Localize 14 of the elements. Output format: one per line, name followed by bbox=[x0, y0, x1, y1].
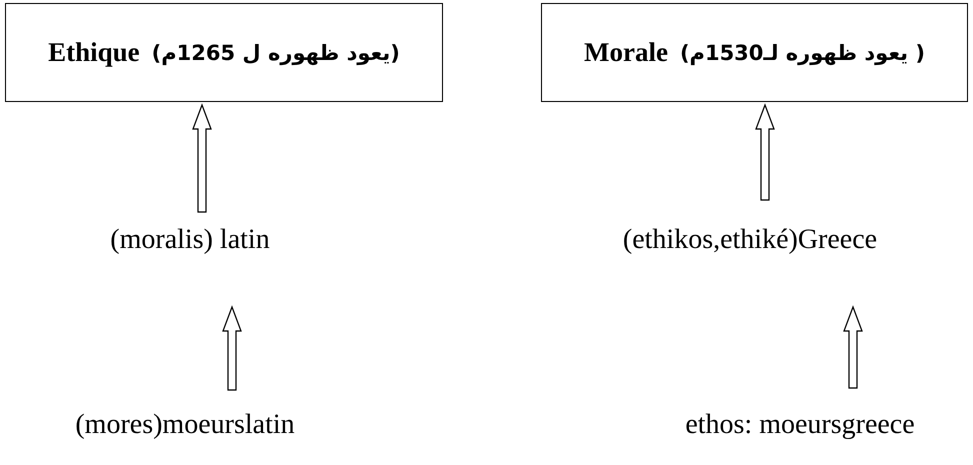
date-note: ( يعود ظهوره لـ1530م) bbox=[680, 40, 925, 64]
term-box bbox=[5, 3, 443, 102]
hollow-arrow bbox=[192, 103, 212, 213]
etymology-text: (moralis) latin bbox=[110, 224, 270, 255]
hollow-arrow bbox=[222, 305, 242, 391]
term-box bbox=[541, 3, 968, 102]
date-note: (يعود ظهوره ل 1265م) bbox=[152, 40, 400, 64]
hollow-arrow bbox=[843, 305, 863, 389]
hollow-arrow bbox=[755, 103, 775, 201]
etymology-text: (mores)moeurslatin bbox=[75, 409, 295, 440]
term-label: Morale bbox=[584, 37, 668, 68]
etymology-text: (ethikos,ethiké)Greece bbox=[622, 224, 878, 255]
etymology-text: ethos: moeursgreece bbox=[685, 409, 915, 440]
term-label: Ethique bbox=[48, 37, 140, 68]
